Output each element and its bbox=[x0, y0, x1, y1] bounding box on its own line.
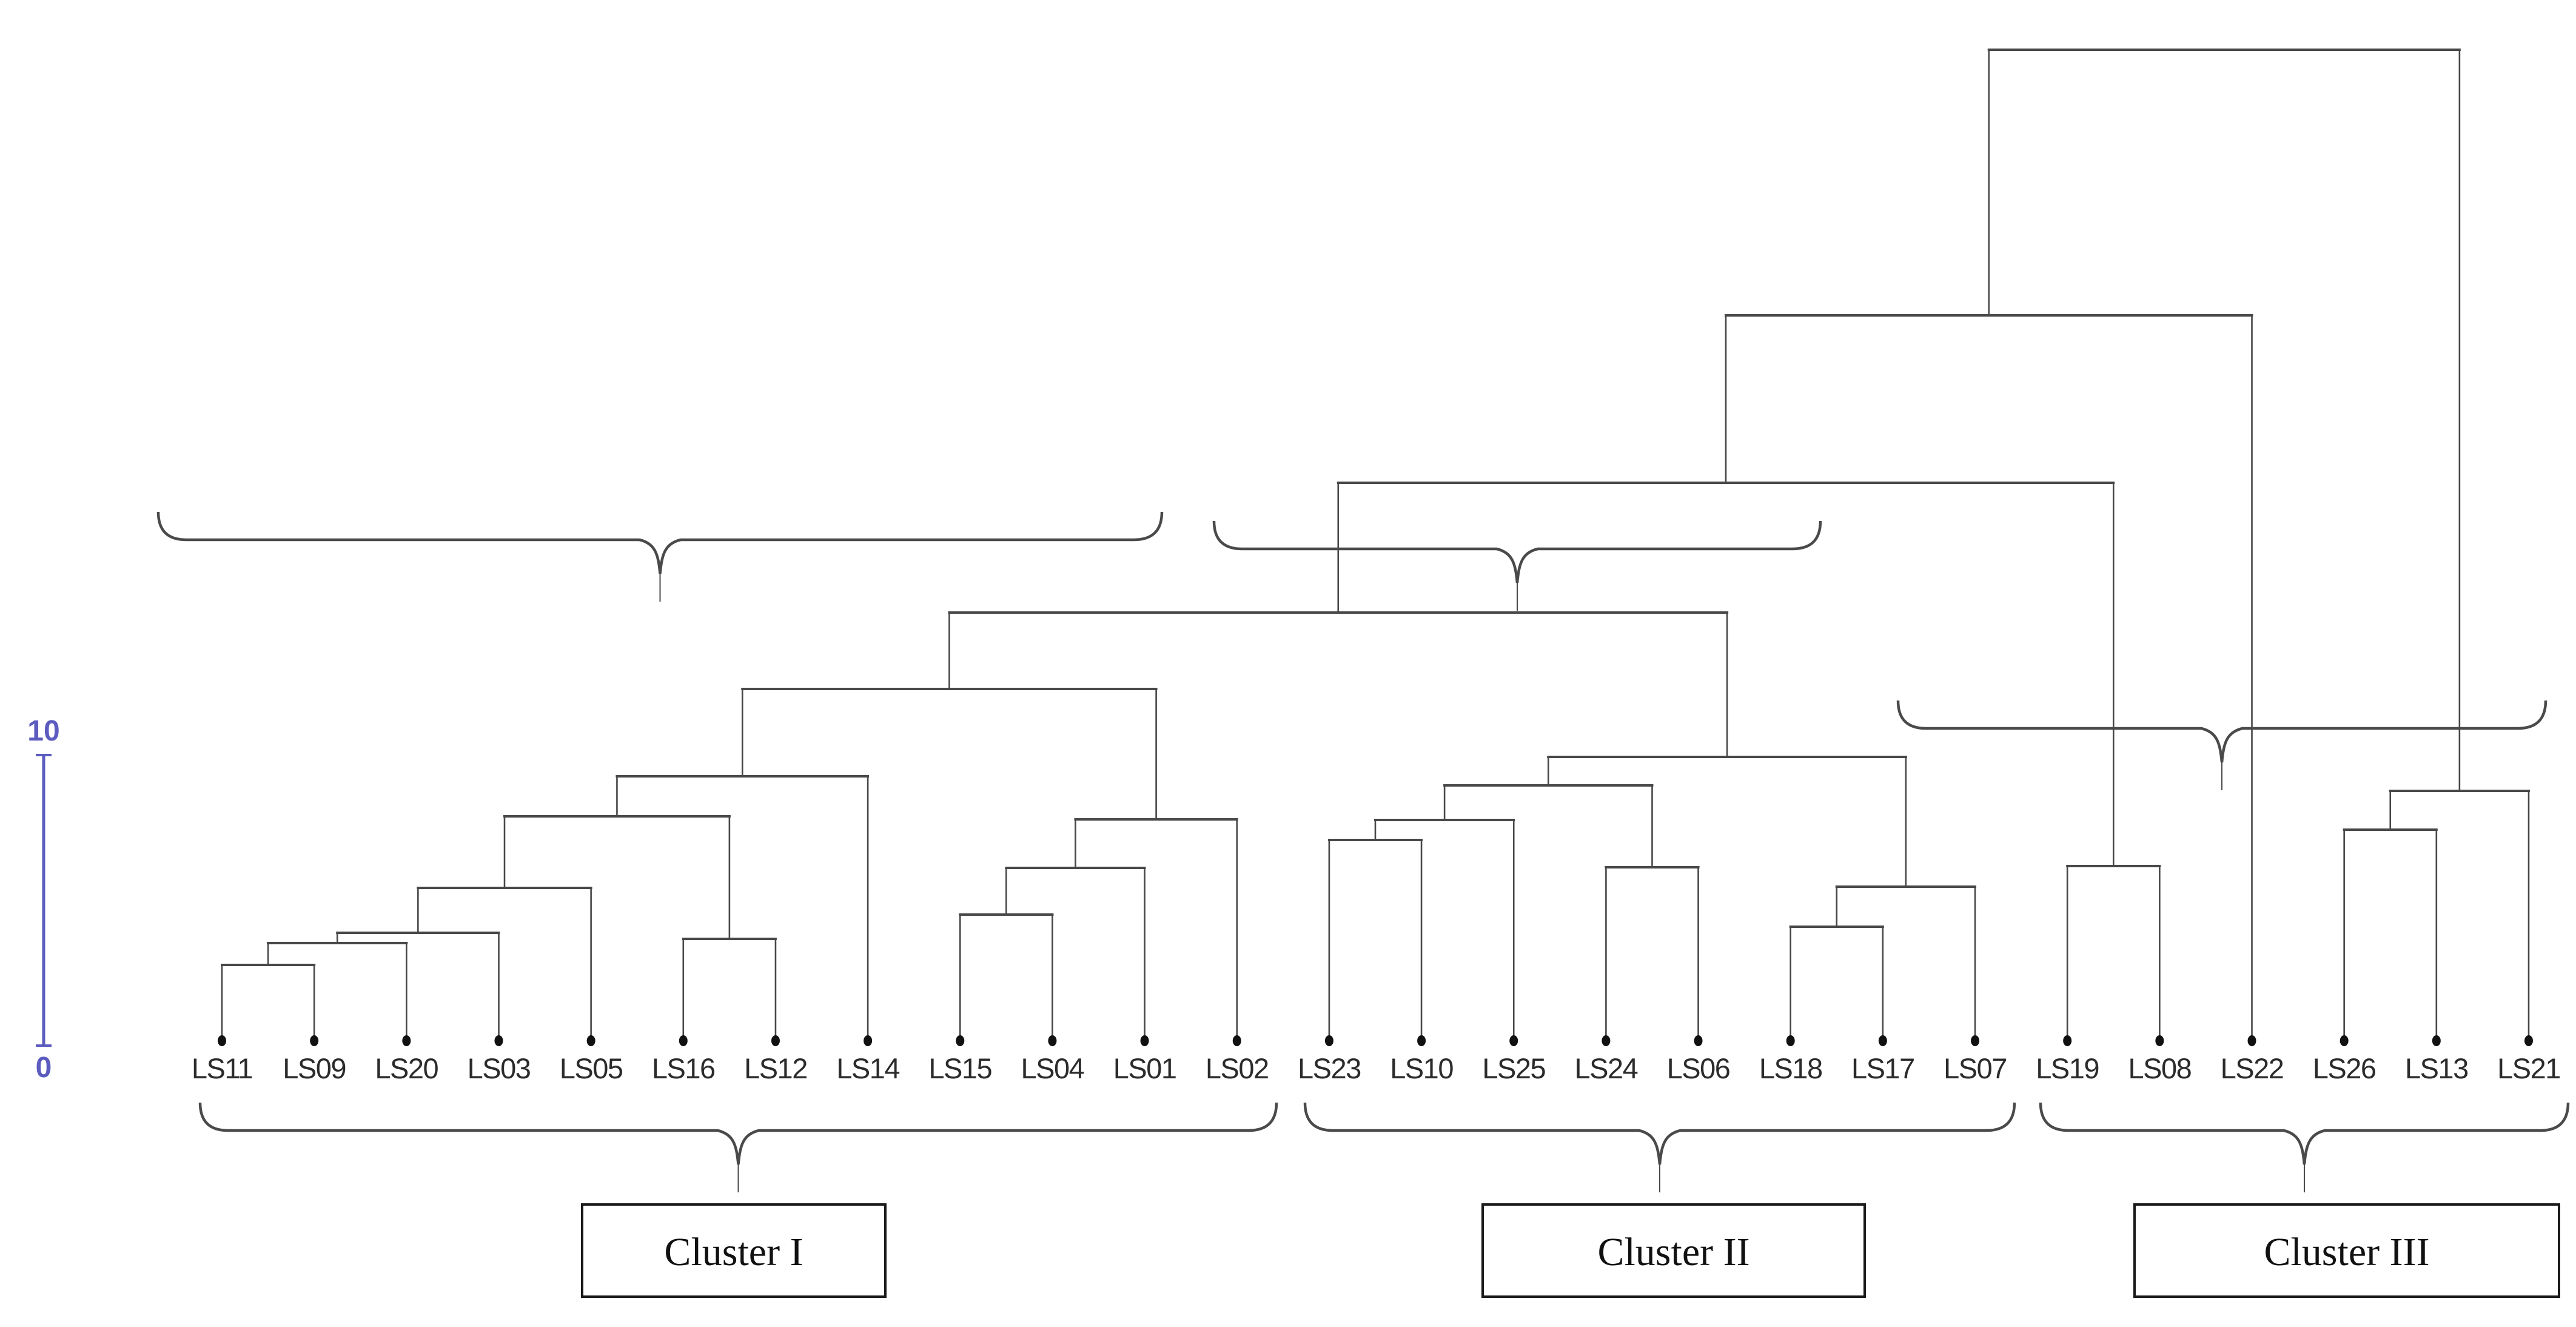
leaf-label-LS09: LS09 bbox=[283, 1052, 346, 1084]
leaf-label-LS04: LS04 bbox=[1021, 1052, 1084, 1084]
leaf-dot-LS21 bbox=[2524, 1035, 2533, 1046]
cluster-label-2: Cluster II bbox=[1597, 1230, 1749, 1274]
leaf-label-LS17: LS17 bbox=[1851, 1052, 1914, 1084]
leaf-label-LS15: LS15 bbox=[928, 1052, 991, 1084]
leaf-dots bbox=[218, 1035, 2533, 1046]
leaf-dot-LS10 bbox=[1417, 1035, 1426, 1046]
leaf-dot-LS08 bbox=[2155, 1035, 2164, 1046]
leaf-label-LS16: LS16 bbox=[652, 1052, 715, 1084]
leaf-dot-LS19 bbox=[2063, 1035, 2072, 1046]
leaf-label-LS26: LS26 bbox=[2313, 1052, 2376, 1084]
scale-bottom-label: 0 bbox=[36, 1052, 52, 1084]
leaf-dot-LS01 bbox=[1140, 1035, 1149, 1046]
leaf-label-LS05: LS05 bbox=[560, 1052, 623, 1084]
leaf-label-LS24: LS24 bbox=[1575, 1052, 1638, 1084]
leaf-dot-LS15 bbox=[956, 1035, 965, 1046]
leaf-label-LS18: LS18 bbox=[1759, 1052, 1822, 1084]
leaf-label-LS07: LS07 bbox=[1944, 1052, 2007, 1084]
leaf-dot-LS07 bbox=[1971, 1035, 1980, 1046]
leaf-label-LS14: LS14 bbox=[836, 1052, 899, 1084]
leaf-dot-LS25 bbox=[1509, 1035, 1518, 1046]
leaf-label-LS25: LS25 bbox=[1482, 1052, 1545, 1084]
cluster-box-2 bbox=[1481, 1203, 1866, 1298]
leaf-dot-LS17 bbox=[1878, 1035, 1887, 1046]
leaf-label-LS13: LS13 bbox=[2405, 1052, 2468, 1084]
leaf-label-LS01: LS01 bbox=[1113, 1052, 1176, 1084]
leaf-label-LS03: LS03 bbox=[468, 1052, 531, 1084]
cluster-annotations: Cluster I Cluster II Cluster III bbox=[198, 1102, 2570, 1298]
cluster-box-3 bbox=[2133, 1203, 2560, 1298]
leaf-dot-LS14 bbox=[864, 1035, 873, 1046]
leaf-dot-LS26 bbox=[2340, 1035, 2349, 1046]
leaf-label-LS22: LS22 bbox=[2221, 1052, 2284, 1084]
scale-top-label: 10 bbox=[27, 715, 59, 747]
leaf-dot-LS11 bbox=[218, 1035, 226, 1046]
cluster-label-3: Cluster III bbox=[2264, 1230, 2429, 1274]
leaf-label-LS23: LS23 bbox=[1298, 1052, 1361, 1084]
leaf-dot-LS03 bbox=[494, 1035, 503, 1046]
leaf-label-LS20: LS20 bbox=[375, 1052, 438, 1084]
leaf-dot-LS18 bbox=[1786, 1035, 1795, 1046]
leaf-dot-LS06 bbox=[1694, 1035, 1703, 1046]
top-braces bbox=[156, 511, 2547, 790]
tree-lines bbox=[221, 49, 2530, 1037]
leaf-dot-LS12 bbox=[771, 1035, 780, 1046]
leaf-dot-LS09 bbox=[310, 1035, 319, 1046]
leaf-label-LS11: LS11 bbox=[192, 1052, 252, 1084]
leaf-dot-LS23 bbox=[1324, 1035, 1333, 1046]
cluster-box-1 bbox=[581, 1203, 887, 1298]
leaf-label-LS06: LS06 bbox=[1667, 1052, 1730, 1084]
leaf-dot-LS05 bbox=[586, 1035, 595, 1046]
leaf-dot-LS16 bbox=[679, 1035, 688, 1046]
leaf-label-LS10: LS10 bbox=[1390, 1052, 1453, 1084]
leaf-dot-LS20 bbox=[402, 1035, 411, 1046]
leaf-label-LS02: LS02 bbox=[1206, 1052, 1269, 1084]
leaf-labels: LS11 LS09 LS20 LS03 LS05 LS16 LS12 LS14 LS15 LS04… bbox=[192, 1052, 2561, 1084]
leaf-label-LS21: LS21 bbox=[2497, 1052, 2560, 1084]
scale-bar: 10 0 bbox=[27, 715, 59, 1084]
cluster-label-1: Cluster I bbox=[664, 1230, 803, 1274]
leaf-label-LS12: LS12 bbox=[744, 1052, 807, 1084]
leaf-dot-LS02 bbox=[1232, 1035, 1241, 1046]
leaf-dot-LS24 bbox=[1602, 1035, 1611, 1046]
leaf-dot-LS04 bbox=[1048, 1035, 1057, 1046]
leaf-label-LS19: LS19 bbox=[2036, 1052, 2099, 1084]
leaf-label-LS08: LS08 bbox=[2128, 1052, 2191, 1084]
leaf-dot-LS22 bbox=[2247, 1035, 2256, 1046]
leaf-dot-LS13 bbox=[2432, 1035, 2441, 1046]
